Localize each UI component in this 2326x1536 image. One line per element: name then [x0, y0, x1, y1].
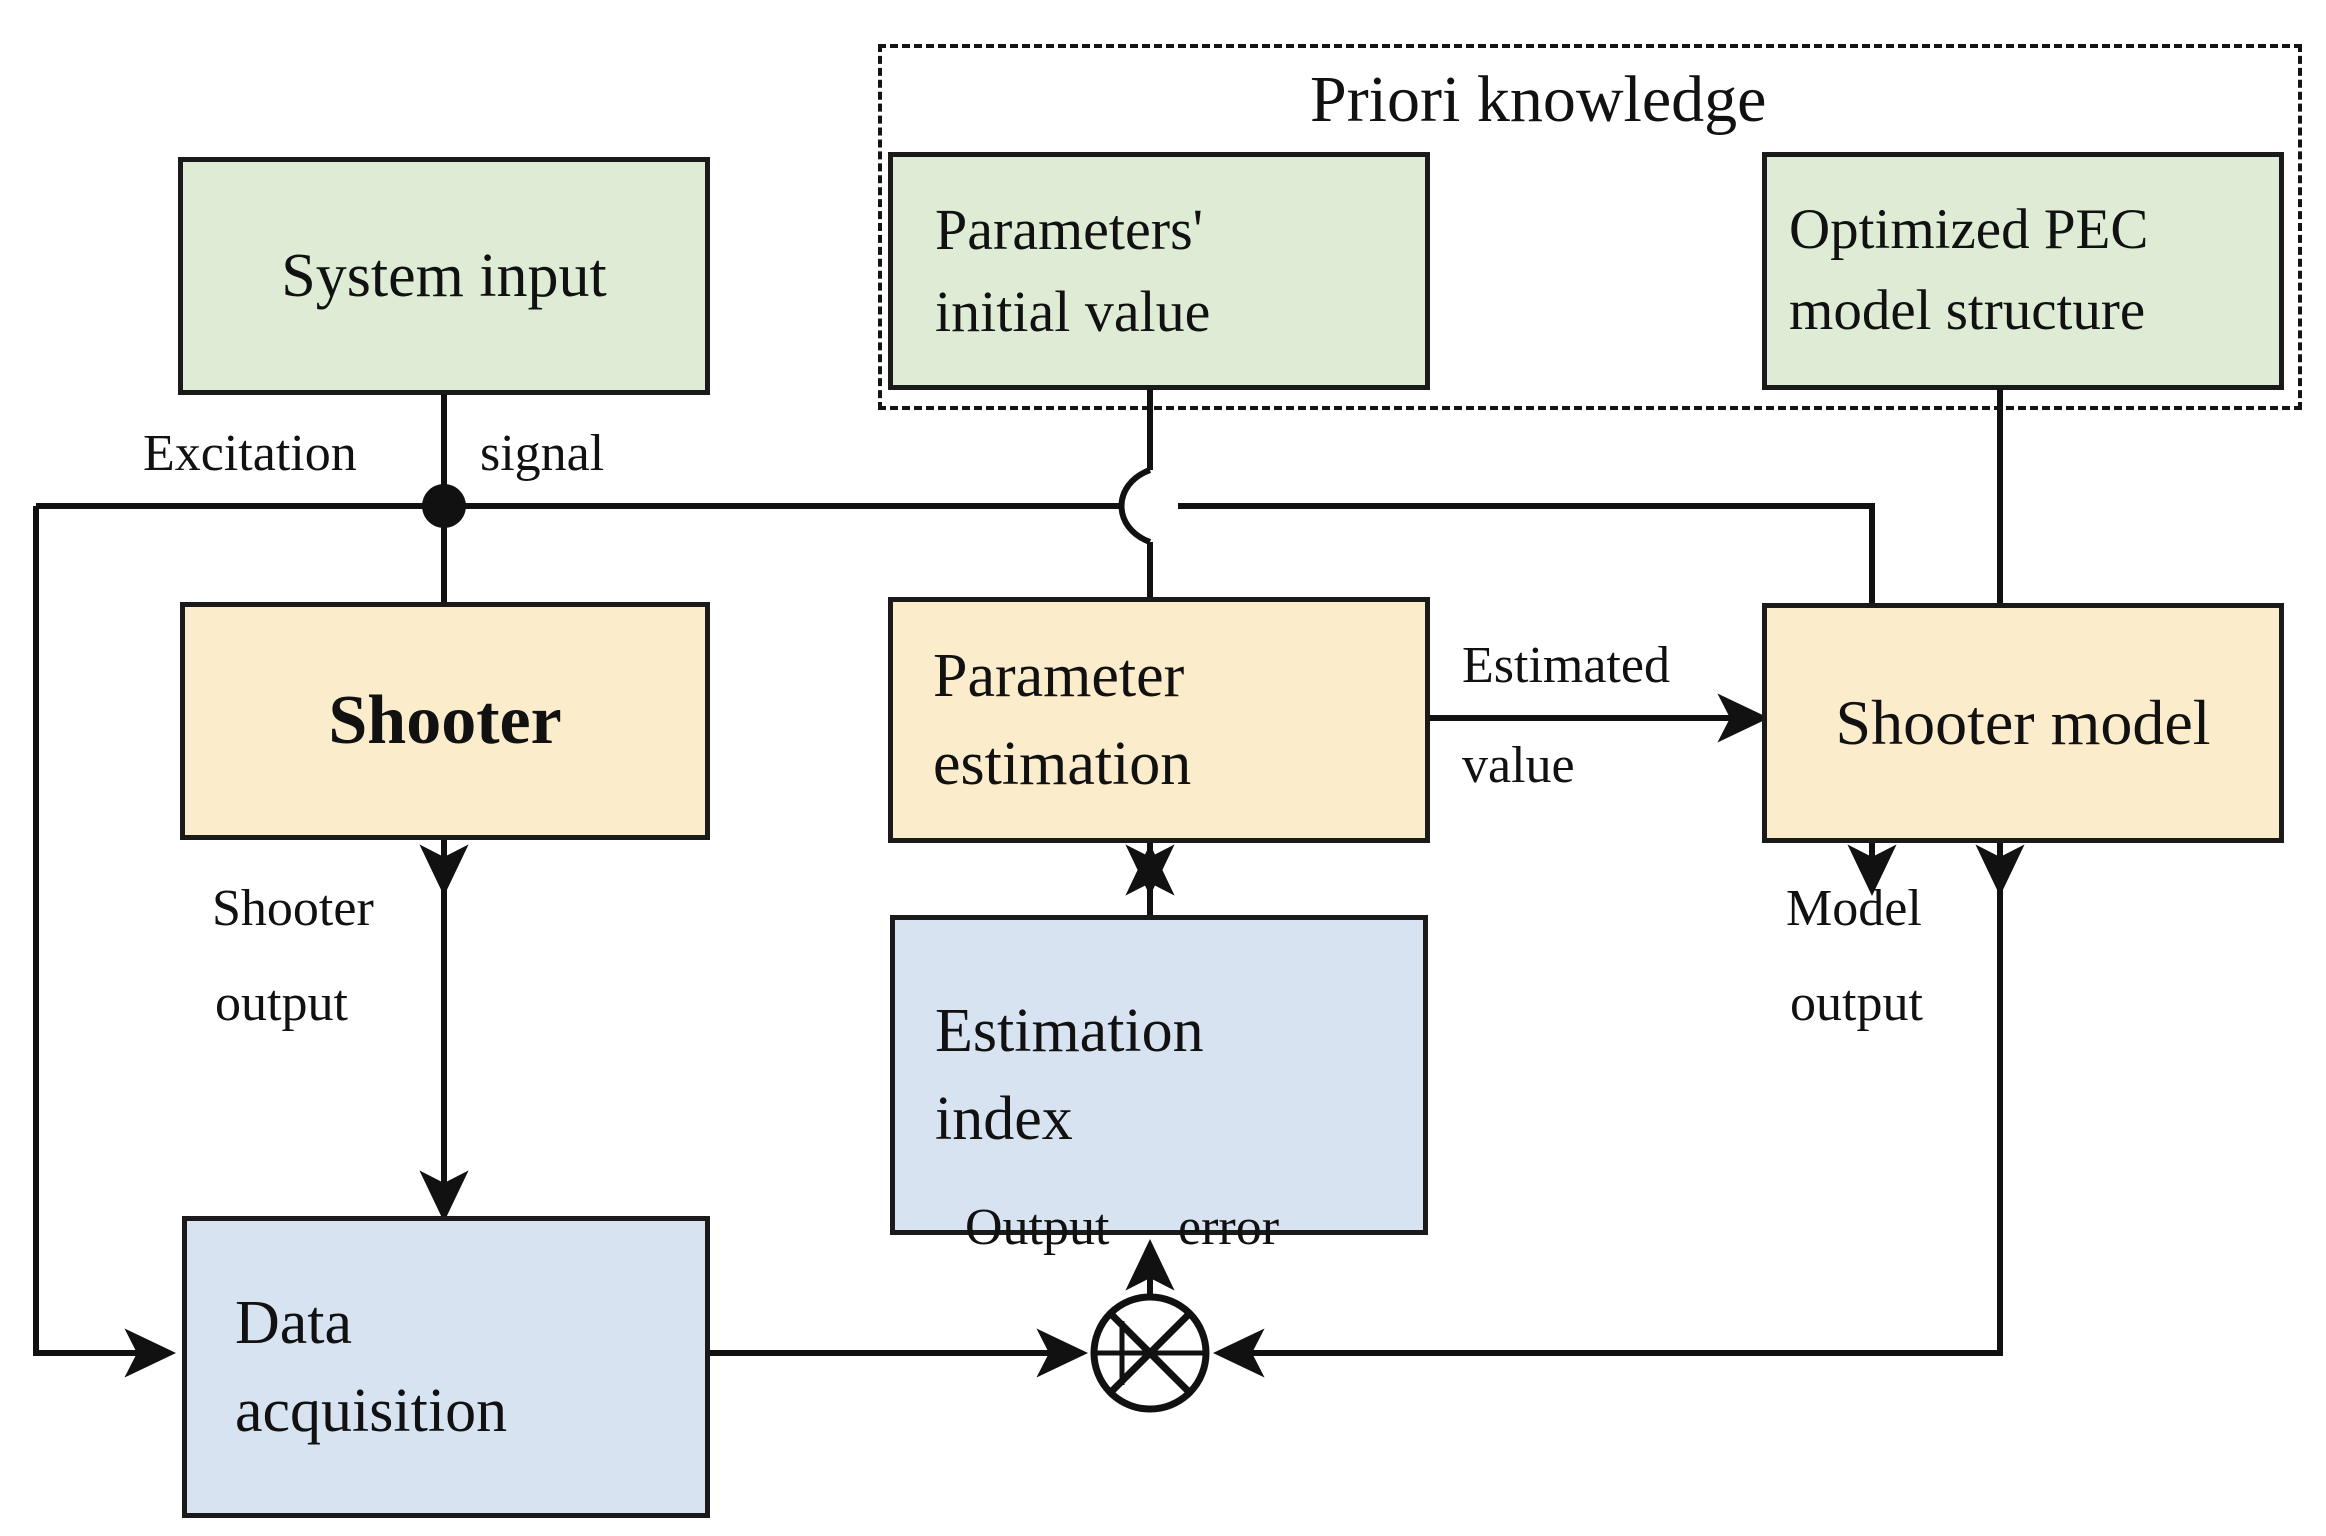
label-output-error-part2: error [1178, 1199, 1280, 1256]
node-optimized-pec-model-structure[interactable]: Optimized PEC model structure [1762, 152, 2284, 390]
node-estimation-index-line1: Estimation [935, 996, 1204, 1065]
summing-junction-symbol [1090, 1293, 1210, 1413]
label-model-output-part2: output [1790, 975, 1923, 1032]
wire-excitation-to-data-acquisition [33, 506, 177, 1378]
priori-knowledge-group [878, 44, 2302, 410]
node-parameters-initial-value-line2: initial value [935, 279, 1211, 344]
node-shooter[interactable]: Shooter [180, 602, 710, 840]
node-parameter-estimation[interactable]: Parameter estimation [888, 597, 1430, 843]
node-shooter-label: Shooter [328, 682, 562, 760]
node-data-acquisition[interactable]: Data acquisition [182, 1216, 710, 1518]
node-system-input-label: System input [281, 241, 607, 310]
node-parameters-initial-value[interactable]: Parameters' initial value [888, 152, 1430, 390]
label-shooter-output-part1: Shooter [212, 880, 374, 937]
node-estimation-index[interactable]: Estimation index [890, 915, 1428, 1235]
node-parameter-estimation-line2: estimation [933, 730, 1192, 798]
branch-junction-dot [422, 484, 466, 528]
node-shooter-model[interactable]: Shooter model [1762, 603, 2284, 843]
label-excitation-signal-part2: signal [480, 425, 605, 482]
node-shooter-model-label: Shooter model [1835, 686, 2211, 758]
label-estimated-value-part2: value [1462, 737, 1575, 794]
label-shooter-output-part2: output [215, 975, 348, 1032]
node-estimation-index-line2: index [935, 1085, 1073, 1153]
wire-params-hop-over-bus [1118, 467, 1152, 545]
node-optimized-pec-line2: model structure [1789, 279, 2146, 342]
label-estimated-value-part1: Estimated [1462, 637, 1670, 694]
node-data-acquisition-line2: acquisition [235, 1377, 508, 1445]
node-optimized-pec-line1: Optimized PEC [1789, 198, 2149, 262]
node-parameters-initial-value-line1: Parameters' [935, 196, 1204, 262]
priori-knowledge-title: Priori knowledge [1310, 63, 1767, 136]
node-system-input[interactable]: System input [178, 157, 710, 395]
label-output-error-part1: Output [965, 1199, 1110, 1256]
label-excitation-signal-part1: Excitation [143, 425, 357, 482]
node-parameter-estimation-line1: Parameter [933, 641, 1185, 710]
node-data-acquisition-line1: Data [235, 1288, 353, 1357]
label-model-output-part1: Model [1786, 880, 1922, 937]
